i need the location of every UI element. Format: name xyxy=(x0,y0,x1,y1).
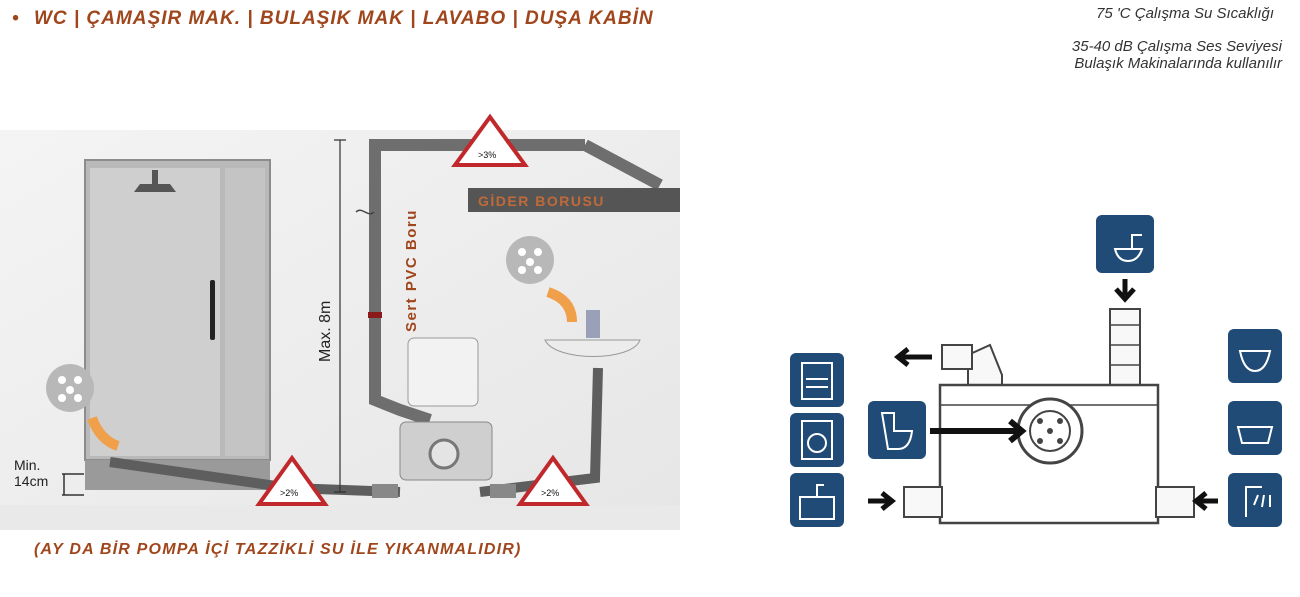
spec-temperature: 75 'C Çalışma Su Sıcaklığı xyxy=(1096,5,1274,22)
maintenance-note: (AY DA BİR POMPA İÇİ TAZZİKLİ SU İLE YIK… xyxy=(34,541,522,558)
slope-top-label: >3% xyxy=(478,150,496,160)
toilet-tank xyxy=(407,337,479,407)
applications-text: WC | ÇAMAŞIR MAK. | BULAŞIK MAK | LAVABO… xyxy=(34,8,654,29)
sink-basin-icon xyxy=(1228,329,1282,383)
arrow-left-icon xyxy=(893,347,932,367)
toilet-icon xyxy=(868,401,926,459)
flow-arrow-icon xyxy=(87,416,120,451)
bullet: • xyxy=(12,8,20,29)
arrow-right-icon xyxy=(930,418,1027,444)
pvc-riser-pipe xyxy=(369,139,585,426)
shower-head-icon xyxy=(134,184,176,192)
drain-pipe-label: GİDER BORUSU xyxy=(478,193,605,209)
slope-warning-right: >2% xyxy=(516,454,590,506)
top-inlet-pipe xyxy=(1109,308,1141,390)
slope-warning-left: >2% xyxy=(255,454,329,506)
shower-door-handle xyxy=(210,280,215,340)
max-height-dimension xyxy=(334,139,346,493)
arrow-right-icon xyxy=(868,491,897,511)
dishwasher-icon xyxy=(790,353,844,407)
left-inlet-pipe xyxy=(903,486,943,518)
spec-noise: 35-40 dB Çalışma Ses Seviyesi xyxy=(1071,38,1282,55)
applications-headline: • WC | ÇAMAŞIR MAK. | BULAŞIK MAK | LAVA… xyxy=(12,8,654,30)
filter-disk-icon xyxy=(46,364,94,412)
min-height-label-2: 14cm xyxy=(14,473,48,489)
bathtub-icon xyxy=(1228,401,1282,455)
slope-right-label: >2% xyxy=(541,488,559,498)
washbasin xyxy=(544,339,641,357)
max-height-label: Max. 8m xyxy=(317,301,334,362)
pump-inlet-right xyxy=(490,484,516,498)
slope-left-label: >2% xyxy=(280,488,298,498)
pump-inlet-left xyxy=(372,484,398,498)
arrow-down-icon xyxy=(1114,279,1136,303)
shower-cabin xyxy=(84,159,271,490)
spec-dishwasher: Bulaşık Makinalarında kullanılır xyxy=(1074,55,1282,72)
arrow-left-icon xyxy=(1191,491,1218,511)
washing-machine-icon xyxy=(790,413,844,467)
main-drain-pipe xyxy=(468,188,680,212)
filter-disk-icon xyxy=(506,236,554,284)
flow-arrow-icon xyxy=(546,287,577,323)
kitchen-sink-icon xyxy=(790,473,844,527)
floor xyxy=(0,505,680,530)
right-inlet-pipe xyxy=(1155,486,1195,518)
pvc-pipe-label: Sert PVC Boru xyxy=(403,209,420,332)
slope-warning-top: >3% xyxy=(451,113,529,167)
outlet-elbow xyxy=(967,343,1003,386)
min-height-label-1: Min. xyxy=(14,457,40,473)
shower-icon xyxy=(1228,473,1282,527)
washbasin-icon xyxy=(1096,215,1154,273)
faucet-icon xyxy=(586,310,600,338)
pump-connection-diagram xyxy=(790,215,1282,527)
floor-drain-pipe-right xyxy=(479,367,603,497)
installation-diagram: Min. 14cm GİDER BORUSU Sert PVC Boru Max… xyxy=(0,113,680,530)
